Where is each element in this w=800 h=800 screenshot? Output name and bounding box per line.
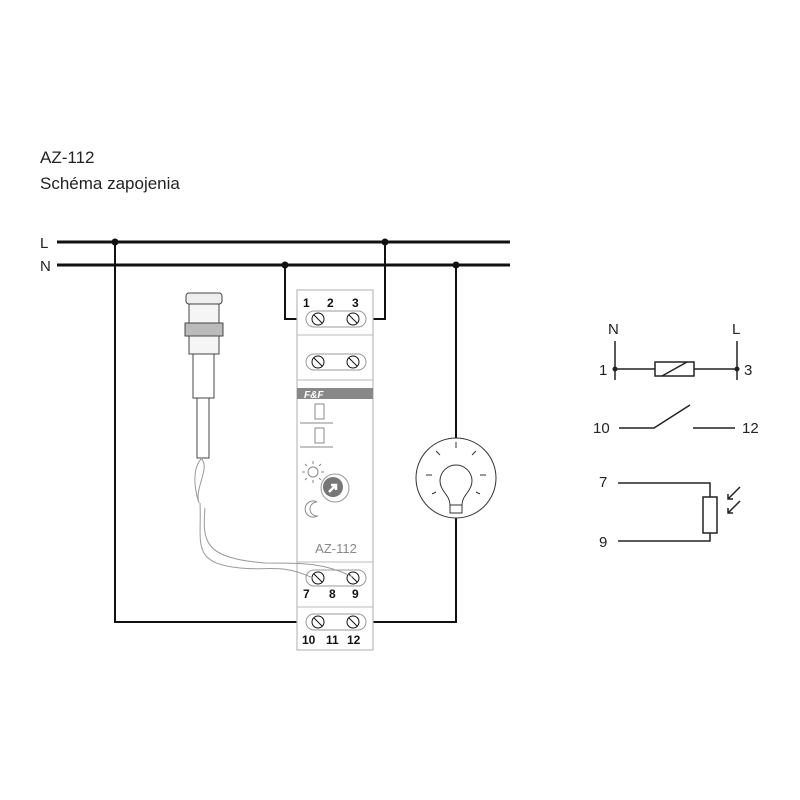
bus-label-n: N <box>40 258 51 275</box>
wires <box>114 242 457 623</box>
terminal-label-7: 7 <box>303 587 310 601</box>
schematic-label-3: 3 <box>744 362 752 379</box>
sensitivity-knob[interactable] <box>320 473 350 503</box>
indicator-leds <box>300 403 333 448</box>
light-bulb-icon <box>439 464 473 506</box>
schematic-label-1: 1 <box>599 362 607 379</box>
terminal-label-8: 8 <box>329 587 336 601</box>
terminal-label-2: 2 <box>327 296 334 310</box>
photoresistor-icon <box>702 496 718 534</box>
screw-terminals <box>305 310 367 631</box>
circuit-schematic: N L 1 3 10 12 7 9 <box>593 321 759 551</box>
terminal-label-11: 11 <box>326 633 339 647</box>
switch-contact-icon <box>619 404 691 429</box>
terminal-label-1: 1 <box>303 296 310 310</box>
relay-device: 1 2 3 F&F AZ-112 <box>296 289 374 651</box>
device-model-label: AZ-112 <box>315 541 357 556</box>
terminal-label-10: 10 <box>302 633 316 647</box>
schematic-label-10: 10 <box>593 420 610 437</box>
schematic-label-7: 7 <box>599 474 607 491</box>
terminal-label-12: 12 <box>347 633 361 647</box>
bus-label-l: L <box>40 235 48 252</box>
schematic-label-9: 9 <box>599 534 607 551</box>
arrow-icon <box>328 483 338 493</box>
moon-icon <box>304 500 318 518</box>
relay-coil-icon <box>654 361 695 377</box>
terminal-label-9: 9 <box>352 587 359 601</box>
terminal-label-3: 3 <box>352 296 359 310</box>
diagram-subtitle: Schéma zapojenia <box>40 174 180 193</box>
brand-logo: F&F <box>304 390 324 401</box>
lamp <box>415 437 497 519</box>
diagram-title: AZ-112 <box>40 148 95 167</box>
schematic-label-n: N <box>608 321 619 338</box>
schematic-label-l: L <box>732 321 740 338</box>
sun-icon <box>302 461 324 483</box>
light-sensor-probe <box>184 292 354 579</box>
schematic-label-12: 12 <box>742 420 759 437</box>
